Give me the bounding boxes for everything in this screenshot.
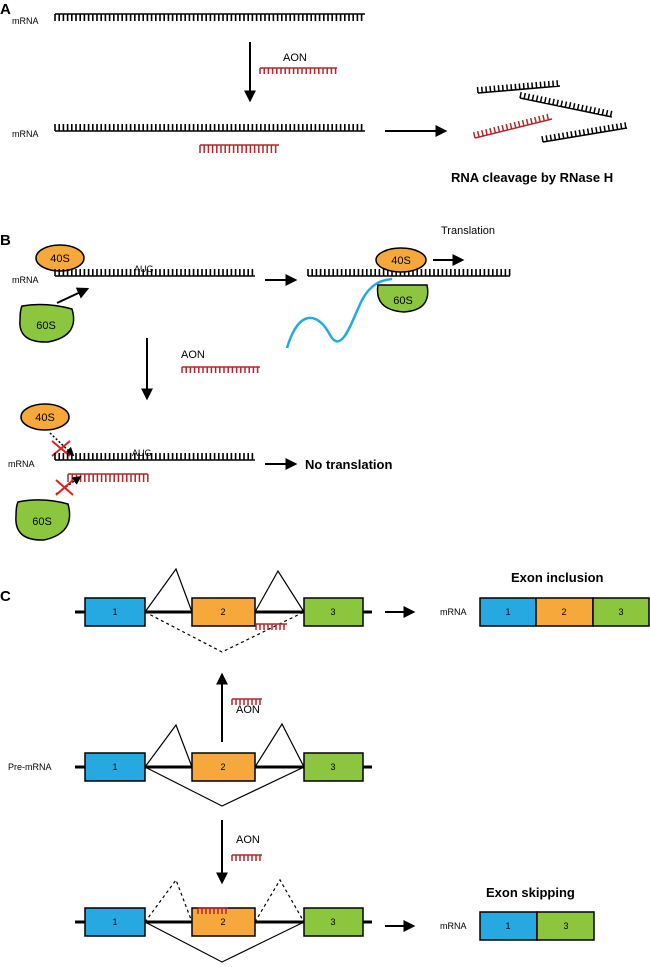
- splice-wedge-1-bottom: [144, 878, 193, 923]
- exon-1-top: [84, 597, 146, 627]
- subunit-60s-label: 60S: [36, 320, 56, 332]
- aon-down-label: AON: [236, 834, 260, 846]
- translation-label: Translation: [441, 225, 495, 237]
- skipping-title: Exon skipping: [486, 885, 575, 900]
- ribosome-60s: [376, 284, 429, 313]
- panel-c: C 1 2 3 mRNA Exon inclusion 1 2 3: [0, 567, 650, 963]
- exon-2-mid-label: 2: [220, 762, 225, 772]
- nascent-peptide: [285, 277, 393, 349]
- blocked-60s-label: 60S: [32, 516, 52, 528]
- inclusion-pre-mrna: 1 2 3: [75, 567, 372, 653]
- aon-free-strand-b: [181, 366, 260, 373]
- exon-1-top-label: 1: [112, 607, 117, 617]
- ribosome-40s: [375, 247, 427, 273]
- subunit-40s-label: 40S: [50, 253, 70, 265]
- mrna-skip-exon-1: [479, 911, 538, 941]
- panel-a-aon-label: AON: [283, 52, 307, 64]
- inclusion-mrna: 1 2 3: [479, 597, 650, 627]
- blocked-60s: [15, 499, 71, 541]
- exon-1-mid: [84, 752, 146, 782]
- panel-b-blocked-mrna-label: mRNA: [8, 459, 35, 469]
- cleaved-fragments: [472, 80, 628, 143]
- mrna-inc-exon-3-label: 3: [618, 607, 623, 617]
- exon-1-bottom-label: 1: [112, 917, 117, 927]
- panel-b-mrna-label: mRNA: [12, 275, 39, 285]
- mrna-strand-initiation: [54, 269, 255, 277]
- inclusion-mrna-label: mRNA: [440, 607, 467, 617]
- mrna-skip-exon-3-label: 3: [563, 921, 568, 931]
- splice-wedge-2-bottom: [254, 878, 305, 923]
- ribosome-40s-label: 40S: [391, 255, 411, 267]
- panel-a-result-label: RNA cleavage by RNase H: [451, 170, 613, 185]
- mrna-inc-exon-1: [479, 597, 537, 627]
- inclusion-title: Exon inclusion: [511, 570, 604, 585]
- panel-a-letter: A: [0, 1, 11, 18]
- panel-c-letter: C: [0, 588, 11, 605]
- subunit-60s: [19, 303, 75, 343]
- aon-free-up: [231, 698, 262, 705]
- exon-1-mid-label: 1: [112, 762, 117, 772]
- exon-2-bottom-label: 2: [220, 917, 225, 927]
- mrna-inc-exon-3: [592, 597, 650, 627]
- exon-2-mid: [191, 752, 256, 782]
- exon-3-top: [303, 597, 364, 627]
- exon-3-bottom-label: 3: [330, 917, 335, 927]
- skip-path-mid: [144, 766, 305, 807]
- skipping-mrna: 1 3: [479, 911, 595, 941]
- panel-a-mrna-label-bottom: mRNA: [12, 129, 39, 139]
- panel-b-letter: B: [0, 232, 11, 249]
- mrna-strand-blocked: [54, 453, 255, 461]
- exon-2-top: [191, 597, 256, 627]
- blocked-40s-arrow: [49, 432, 75, 457]
- exon-3-mid: [303, 752, 364, 782]
- mrna-skip-exon-3: [536, 911, 595, 941]
- aon-up-label: AON: [236, 704, 260, 716]
- blocked-60s-cross-2: [55, 479, 74, 496]
- exon-1-bottom: [84, 907, 146, 937]
- panel-b-aon-label: AON: [181, 349, 205, 361]
- exon-3-top-label: 3: [330, 607, 335, 617]
- panel-a: A mRNA AON mRNA RNA cleavage by RNase H: [0, 1, 628, 185]
- aon-bound-intron: [255, 623, 287, 630]
- panel-a-mrna-label-top: mRNA: [12, 16, 39, 26]
- skipping-mrna-label: mRNA: [440, 921, 467, 931]
- splice-wedge-2-top: [254, 569, 305, 613]
- mrna-inc-exon-2-label: 2: [561, 607, 566, 617]
- panel-b: B 40S mRNA AUG 60S 60S 40S Translation A…: [0, 225, 511, 541]
- skipping-pre-mrna: 1 2 3: [75, 878, 372, 963]
- mrna-strand-top: [54, 13, 365, 21]
- mrna-inc-exon-1-label: 1: [505, 607, 510, 617]
- splice-wedge-2-mid: [254, 722, 305, 768]
- ribosome-60s-label: 60S: [393, 295, 413, 307]
- aon-free-down: [231, 854, 262, 861]
- 60s-approach-arrow: [56, 287, 90, 304]
- aon-free-strand: [259, 67, 337, 74]
- aon-bound-strand-b: [67, 473, 149, 482]
- pre-mrna-label: Pre-mRNA: [8, 762, 52, 772]
- pre-mrna-middle: 1 2 3: [75, 722, 372, 807]
- panel-b-blocked-aug-label: AUG: [132, 448, 152, 458]
- mrna-strand-bottom: [54, 124, 365, 132]
- aon-bound-strand: [199, 144, 279, 153]
- blocked-40s-label: 40S: [35, 412, 55, 424]
- exon-2-top-label: 2: [220, 607, 225, 617]
- panel-b-result-label: No translation: [305, 457, 392, 472]
- mrna-skip-exon-1-label: 1: [505, 921, 510, 931]
- blocked-40s: [20, 403, 70, 431]
- exon-3-bottom: [303, 907, 364, 937]
- exon-3-mid-label: 3: [330, 762, 335, 772]
- splice-wedge-1-mid: [144, 723, 193, 768]
- skip-path-bottom: [144, 921, 305, 963]
- skip-path-dashed: [144, 611, 305, 653]
- aon-bound-exon: [197, 907, 228, 914]
- splice-wedge-1-top: [144, 567, 193, 613]
- mrna-inc-exon-2: [535, 597, 594, 627]
